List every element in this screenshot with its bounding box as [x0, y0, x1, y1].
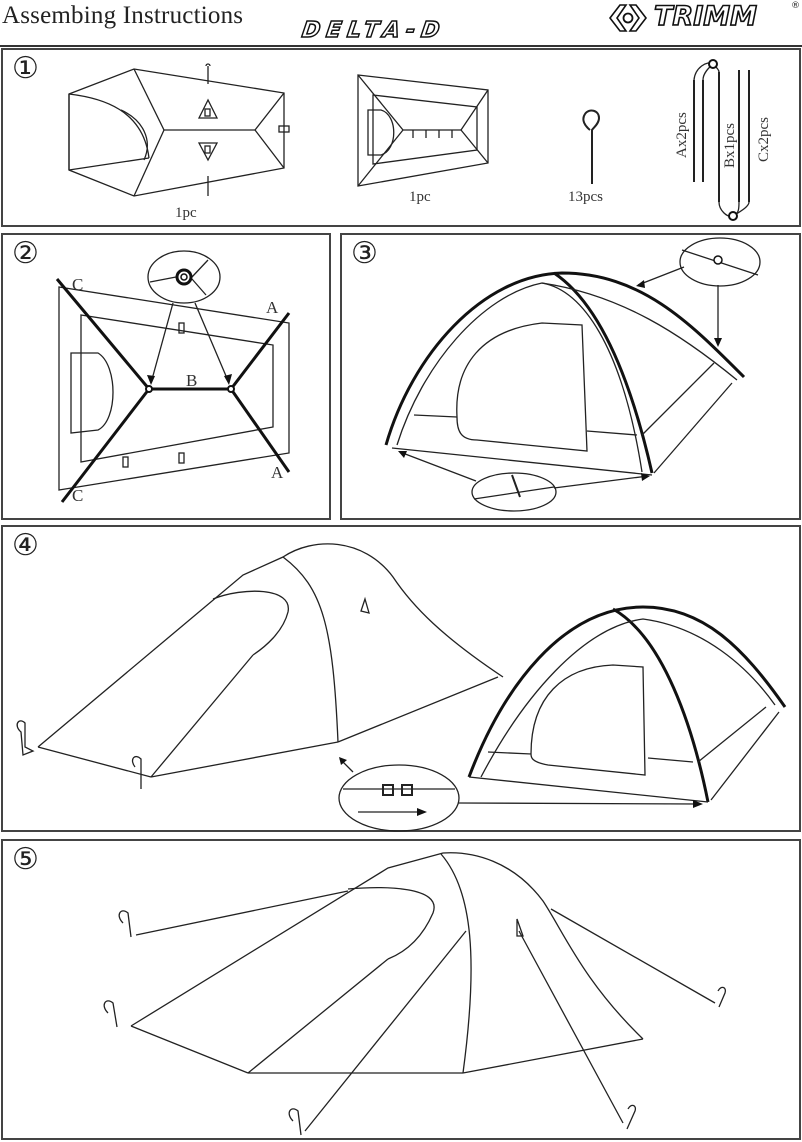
inner-tent-diagram [357, 74, 489, 187]
inner-tent-quantity: 1pc [409, 189, 431, 205]
step-4-panel: ④ [1, 525, 801, 832]
pole-label-c-bottom: C [72, 486, 84, 505]
flysheet-diagram [68, 63, 290, 197]
pole-insertion-diagram [55, 250, 291, 503]
header-divider [0, 45, 802, 47]
brand-logo-icon [608, 4, 648, 32]
flysheet-quantity: 1pc [175, 205, 197, 221]
brand-logo: TRIMM ® [606, 0, 800, 35]
guyline-staking-diagram [103, 852, 727, 1136]
step-2-panel: ② C C A A B [1, 233, 331, 520]
pole-b-label: Bx1pcs [722, 123, 738, 168]
pole-c-label: Cx2pcs [756, 117, 772, 162]
step-1-panel: ① 1pc 1pc 13pcs [1, 48, 801, 227]
clip-attachment-diagram [384, 237, 761, 512]
model-name: DELTA-D [299, 17, 448, 44]
pole-label-a-bottom: A [271, 463, 284, 482]
peg-quantity: 13pcs [568, 189, 603, 205]
poles-diagram [693, 59, 750, 221]
flysheet-cover-diagram [16, 543, 787, 832]
registered-mark: ® [791, 1, 800, 11]
document-title: Assembing Instructions [2, 2, 244, 29]
pole-a-label: Ax2pcs [674, 112, 690, 158]
step-5-panel: ⑤ [1, 839, 801, 1140]
brand-name: TRIMM [653, 0, 758, 33]
pole-label-c-top: C [72, 275, 84, 294]
step-3-panel: ③ [340, 233, 801, 520]
peg-icon [582, 109, 601, 184]
pole-label-a-top: A [266, 298, 279, 317]
pole-label-b: B [186, 371, 198, 390]
